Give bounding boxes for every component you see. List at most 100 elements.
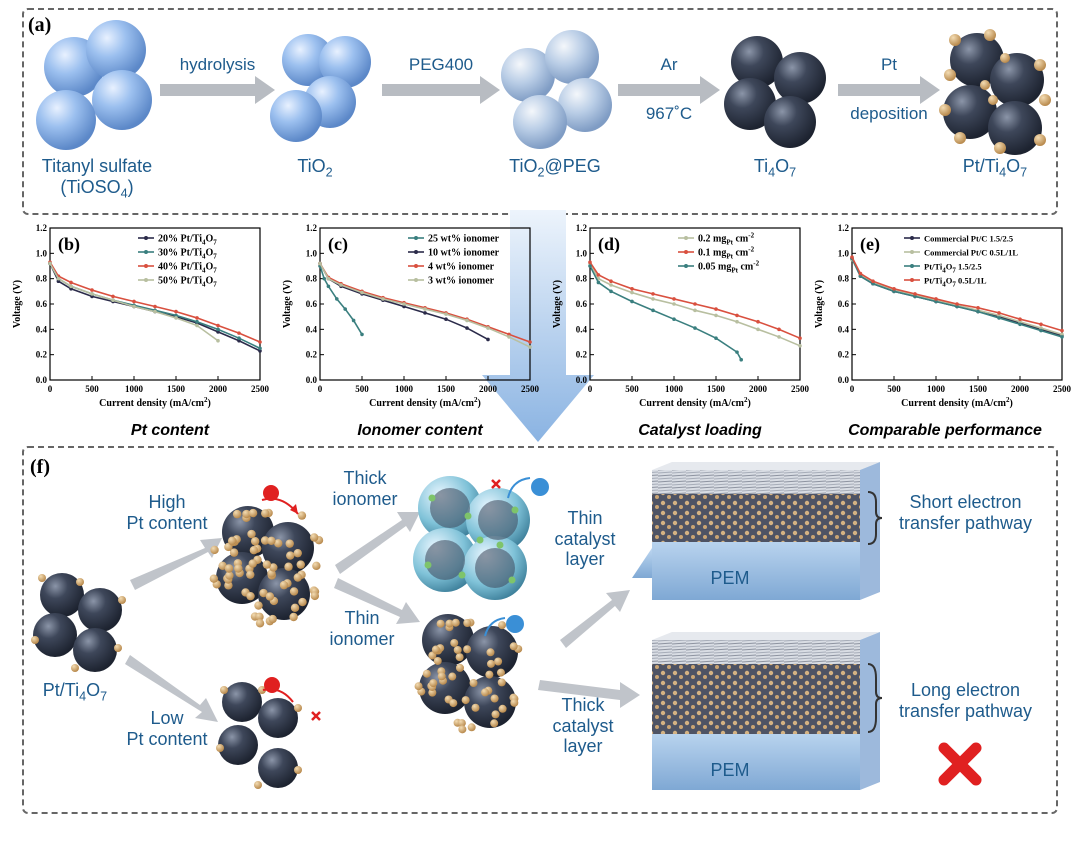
data-point — [672, 297, 676, 301]
data-point — [913, 294, 917, 299]
legend-label: 0.05 mgPt cm-2 — [698, 260, 760, 275]
start-label-sub2: 7 — [100, 689, 108, 704]
data-point — [858, 271, 863, 276]
data-point — [735, 319, 739, 324]
data-point — [174, 313, 178, 318]
step-label-titanyl-formula: (TiOSO — [60, 176, 121, 197]
data-point — [258, 340, 262, 344]
data-point — [693, 326, 697, 330]
data-point — [69, 284, 73, 289]
y-tick-label: 0.4 — [306, 324, 318, 334]
y-tick-label: 0.6 — [306, 299, 318, 309]
data-point — [216, 323, 220, 328]
legend-label: 0.1 mgPt cm-2 — [698, 246, 755, 261]
legend-label: 20% Pt/Ti4O7 — [158, 234, 217, 247]
data-point — [630, 299, 634, 304]
series-line — [851, 256, 1063, 332]
data-point — [111, 298, 115, 302]
data-point — [1060, 335, 1064, 339]
series-line — [319, 263, 531, 348]
panel-f-frame — [22, 446, 1058, 814]
step-label-titanyl-main: Titanyl sulfate — [41, 156, 153, 176]
data-point — [528, 345, 532, 349]
x-tick-label: 1500 — [707, 384, 726, 394]
series-line — [319, 263, 531, 343]
data-point — [339, 283, 343, 287]
panel-f-label: (f) — [30, 456, 50, 478]
tioso4-spheres — [36, 20, 152, 150]
data-point — [672, 317, 676, 321]
start-label-mid: O — [86, 680, 101, 700]
step-label-tiopeg-after: @PEG — [544, 156, 601, 176]
data-point — [486, 326, 490, 330]
data-point — [322, 276, 326, 281]
arrow-label-peg400: PEG400 — [408, 55, 474, 74]
data-point — [444, 312, 448, 316]
series-line — [589, 261, 801, 339]
legend-label: Commercial Pt/C 0.5L/1L — [924, 248, 1018, 258]
legend-label: Commercial Pt/C 1.5/2.5 — [924, 234, 1013, 244]
data-point — [630, 290, 634, 295]
data-point — [997, 313, 1001, 318]
pem-label-top: PEM — [710, 568, 750, 588]
low-pt-label: Low Pt content — [126, 708, 208, 749]
step-label-tiopeg-sub: 2 — [537, 165, 545, 180]
tio2-peg-spheres — [501, 30, 612, 149]
data-point — [326, 276, 331, 281]
legend-label: 10 wt% ionomer — [428, 248, 500, 259]
y-tick-label: 1.2 — [36, 223, 48, 233]
pt-ti4o7-spheres — [939, 29, 1051, 155]
data-point — [934, 297, 938, 301]
series-line — [851, 259, 1063, 336]
data-point — [630, 287, 634, 291]
data-point — [318, 261, 322, 266]
data-point — [237, 336, 241, 340]
data-point — [858, 274, 863, 278]
data-point — [90, 288, 94, 292]
data-point — [486, 337, 490, 342]
y-tick-label: 0.2 — [36, 350, 48, 360]
y-axis-label: Voltage (V) — [814, 280, 825, 328]
data-point — [892, 287, 896, 291]
legend-label: Pt/Ti4O7 1.5/2.5 — [924, 262, 982, 275]
data-point — [360, 290, 364, 295]
data-point — [69, 287, 73, 291]
legend-label: 50% Pt/Ti4O7 — [158, 276, 217, 289]
y-tick-label: 0.0 — [306, 375, 318, 385]
legend-marker — [684, 264, 688, 268]
arrow-label-ar: Ar — [660, 55, 678, 74]
y-tick-label: 0.6 — [576, 299, 588, 309]
down-arrow — [482, 210, 594, 442]
data-point — [871, 279, 875, 283]
x-tick-label: 500 — [625, 384, 639, 394]
data-point — [48, 261, 52, 266]
data-point — [714, 313, 718, 318]
x-tick-label: 1500 — [969, 384, 988, 394]
series-line — [851, 258, 1063, 338]
data-point — [1039, 322, 1043, 327]
y-tick-label: 1.2 — [306, 223, 318, 233]
data-point — [913, 292, 917, 296]
x-axis-label: Current density (mA/cm2) — [99, 396, 211, 409]
legend-marker — [144, 250, 148, 254]
y-tick-label: 0.2 — [838, 350, 850, 360]
y-axis-label: Voltage (V) — [552, 280, 563, 328]
y-tick-label: 1.2 — [838, 223, 850, 233]
data-point — [258, 349, 262, 353]
data-point — [507, 332, 511, 337]
y-tick-label: 1.0 — [838, 248, 850, 258]
data-point — [216, 338, 220, 343]
data-point — [609, 283, 613, 287]
step-label-ti4o7-sub: 4 — [768, 165, 776, 180]
data-point — [588, 260, 592, 264]
caption-ionomer-content: Ionomer content — [357, 422, 483, 439]
step-label-tiopeg-main: TiO — [509, 156, 538, 176]
data-point — [1060, 332, 1064, 337]
data-point — [195, 319, 199, 324]
data-point — [237, 331, 241, 335]
step-label-titanyl-subscript: 4 — [120, 186, 128, 201]
data-point — [1018, 319, 1022, 324]
series-line — [49, 261, 261, 343]
